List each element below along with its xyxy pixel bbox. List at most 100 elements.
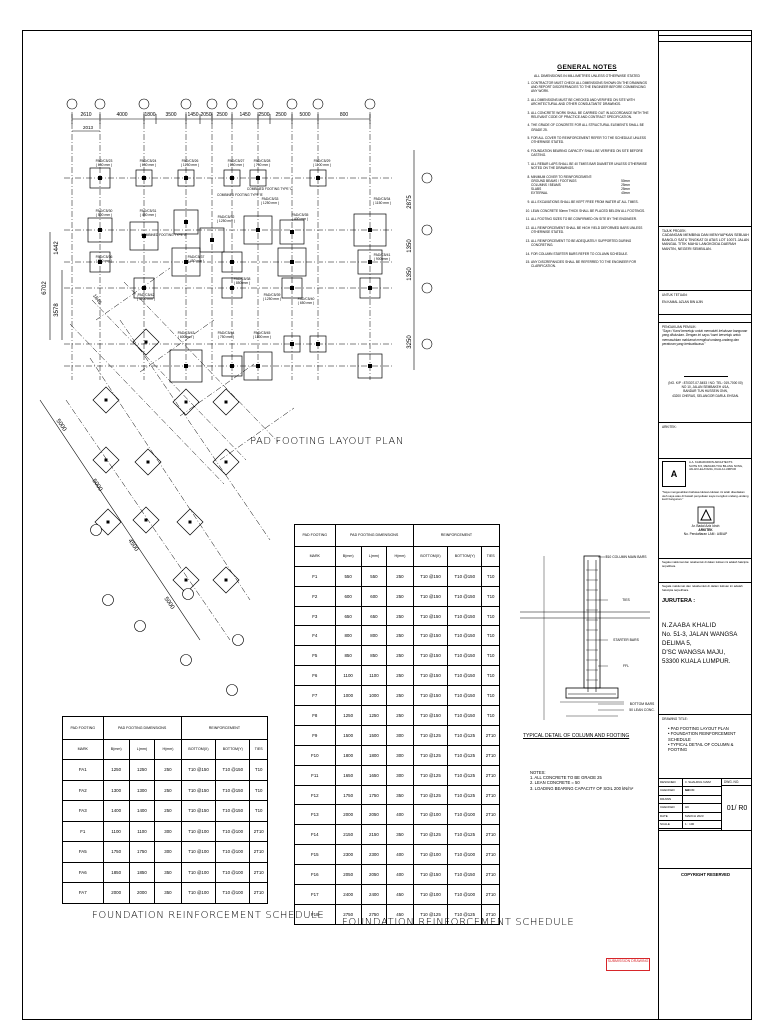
- dimension-label: 5000: [299, 112, 310, 118]
- table-cell: 2T10: [249, 841, 268, 863]
- column-stub: [316, 342, 320, 346]
- pad-footing: [221, 251, 243, 273]
- table-cell: T10: [249, 800, 268, 822]
- detail-notes: NOTES: 1. ALL CONCRETE TO BE GRADE 25 2.…: [530, 770, 640, 791]
- grid-bubble: [421, 172, 433, 184]
- detail-callout: T10 COLUMN MAIN BARS: [605, 555, 647, 559]
- pad-footing: [89, 251, 111, 273]
- combined-footing-label: COMBINED FOOTING TYPE 'A': [141, 233, 187, 237]
- table-cell: 2750: [360, 903, 388, 925]
- table-cell: F10: [294, 744, 336, 766]
- meta-key: CHECKED: [659, 804, 683, 812]
- table-cell: 350: [386, 824, 414, 846]
- diag-pad-footing: [176, 508, 204, 536]
- owner-addr-3: 43200 CHERAS, SELANGOR DARUL EHSAN.: [672, 393, 739, 398]
- table-cell: 300: [386, 744, 414, 766]
- table-cell: 400: [386, 864, 414, 886]
- note-item: MINIMUM COVER TO REINFORCEMENT:GROUND BE…: [531, 175, 652, 196]
- note-item: ALL REINFORCEMENT SHALL BE HIGH YIELD DE…: [531, 226, 652, 234]
- column-header: L(mm): [360, 545, 388, 567]
- cover-element: GROUND BEAMS / FOOTINGS: [531, 178, 577, 183]
- table-cell: T10 @100: [447, 884, 483, 905]
- grid-bubble: [364, 98, 376, 110]
- cover-value: 25mm: [621, 182, 630, 187]
- detail-notes-title: NOTES:: [530, 770, 546, 775]
- owner-id: (NO. K/P : 870307-07-5453 / NO. TEL: 019…: [668, 381, 743, 386]
- tb-blank-3: [659, 831, 752, 869]
- table-cell: T10 @125: [412, 824, 449, 846]
- dimension-label: 1350: [407, 239, 413, 253]
- column-stub: [142, 176, 146, 180]
- column-stub: [230, 286, 234, 290]
- table-cell: 350: [154, 861, 182, 883]
- note-item: ALL REBAR LAPS SHALL BE 40 TIMES BAR DIA…: [531, 162, 652, 170]
- table-cell: 1100: [102, 820, 130, 842]
- footing-label: PAD/C5/24: [140, 159, 157, 163]
- title-block: TAJUK PROJEK: CADANGAN MEMBINA DAN MENYI…: [658, 30, 752, 1020]
- dimension-label: 2050: [200, 112, 211, 118]
- table-cell: 600: [334, 585, 362, 607]
- table-cell: T10 @100: [412, 884, 449, 905]
- engineer-addr-3: 53300 KUALA LUMPUR.: [662, 658, 731, 666]
- table-cell: 2000: [128, 882, 156, 904]
- dimension-label: 2610: [80, 112, 91, 118]
- dimension-label: 5000: [55, 418, 68, 433]
- dwg-no-label: DWG. NO.: [722, 779, 752, 787]
- column-stub: [104, 398, 108, 402]
- table-cell: F6: [294, 665, 336, 687]
- detail-callout: FFL: [623, 664, 629, 668]
- table-cell: 250: [154, 759, 182, 781]
- table-cell: 2050: [360, 804, 388, 826]
- cover-element: COLUMNS / BEAMS: [531, 182, 561, 187]
- column-stub: [316, 176, 320, 180]
- pad-footing: [279, 219, 305, 245]
- diag-grid-line: [119, 319, 271, 541]
- footing-label: PAD/C5/32: [218, 215, 235, 219]
- dimension-line: [39, 399, 201, 641]
- grid-bubble: [66, 98, 78, 110]
- tb-engineer: Segala maklumat dan rekabentuk di dalam …: [659, 583, 752, 715]
- table-cell: 400: [386, 844, 414, 866]
- table-cell: 250: [386, 625, 414, 647]
- diag-grid-line: [91, 299, 247, 461]
- table-cell: 1800: [360, 744, 388, 766]
- column-header: H(mm): [386, 545, 414, 567]
- pad-footing: [359, 277, 381, 299]
- table-cell: 650: [360, 605, 388, 627]
- note-item: ALL EXCAVATIONS SHALL BE KEPT FREE FROM …: [531, 200, 652, 204]
- column-stub: [142, 234, 146, 238]
- drawing-title-label: DRAWING TITLE:: [662, 717, 688, 721]
- footing-label: PAD/C5/28: [254, 159, 271, 163]
- dimension-label: 1442: [54, 241, 60, 255]
- pad-footing: [135, 169, 153, 187]
- dimension-label: 6702: [42, 281, 48, 295]
- table-cell: 1500: [360, 724, 388, 746]
- footing-label: PAD/C5/29: [314, 159, 331, 163]
- footing-size: ( 1100 mm ): [313, 163, 331, 167]
- table-cell: FA2: [62, 779, 104, 801]
- footing-size: ( 500 mm ): [96, 213, 112, 217]
- pad-footing: [283, 335, 301, 353]
- project-desc: CADANGAN MEMBINA DAN MENYIAPKAN SEBUAH B…: [662, 233, 749, 251]
- detail-title: TYPICAL DETAIL OF COLUMN AND FOOTING: [523, 733, 630, 739]
- pad-footing: [243, 351, 273, 381]
- pad-footing: [281, 277, 303, 299]
- dimension-label: 1350: [407, 267, 413, 281]
- diag-grid-line: [139, 319, 215, 373]
- table-cell: T10 @125: [447, 784, 483, 806]
- pad-footing: [173, 209, 199, 235]
- dimension-label: 800: [340, 112, 349, 118]
- drawing-title-3: • TYPICAL DETAIL OF COLUMN & FOOTING: [668, 741, 734, 753]
- footing-label: PAD/C5/42: [138, 293, 155, 297]
- table-cell: F13: [294, 804, 336, 826]
- table-cell: 1400: [102, 800, 130, 822]
- table-cell: 1300: [102, 779, 130, 801]
- table-cell: 2000: [334, 804, 362, 826]
- copyright: COPYRIGHT RESERVED: [680, 872, 731, 877]
